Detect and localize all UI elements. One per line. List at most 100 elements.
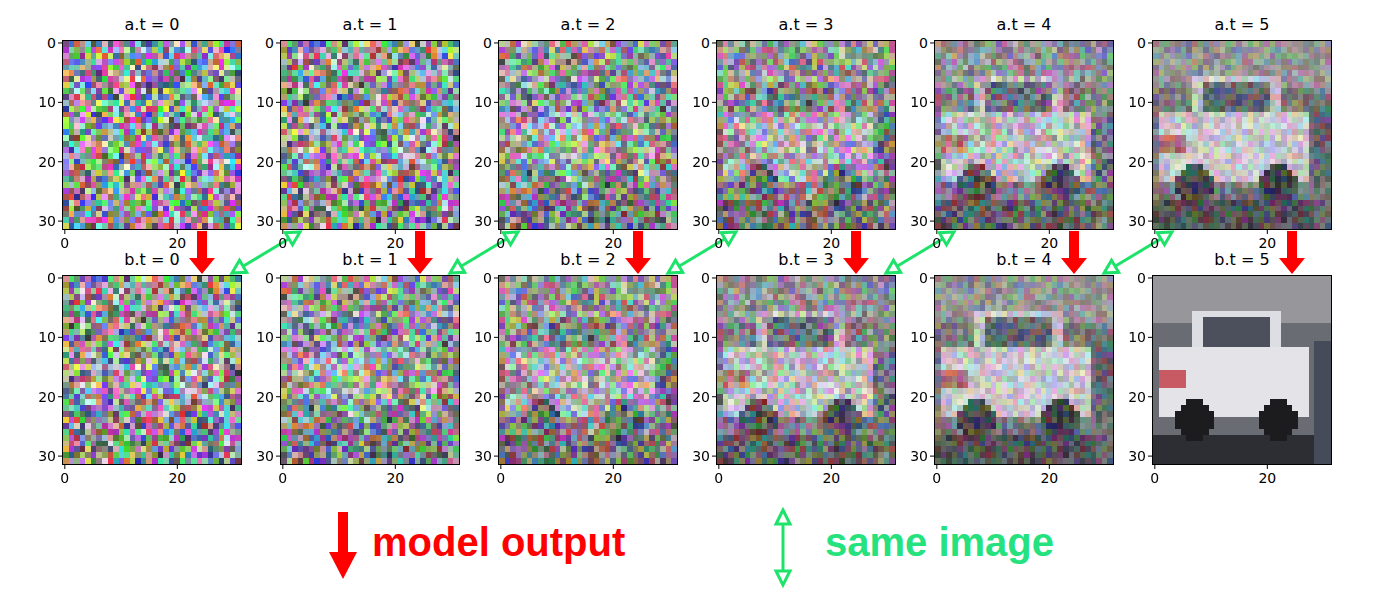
noisy-image (717, 276, 895, 464)
tick-mark (500, 465, 501, 469)
same-image-arrow (232, 232, 300, 273)
tick-label: 20 (168, 470, 186, 486)
tick-label: 0 (265, 35, 274, 51)
tick-label: 10 (256, 329, 274, 345)
panel-title: b.t = 2 (479, 250, 697, 270)
tick-label: 30 (474, 213, 492, 229)
noisy-image (281, 276, 459, 464)
panel-title: a.t = 4 (915, 15, 1133, 35)
tick-label: 0 (701, 35, 710, 51)
tick-label: 30 (1128, 213, 1146, 229)
same-image-arrow (1104, 232, 1172, 273)
tick-label: 0 (932, 235, 941, 251)
tick-label: 20 (386, 235, 404, 251)
tick-label: 20 (256, 154, 274, 170)
tick-mark (831, 465, 832, 469)
tick-label: 0 (714, 470, 723, 486)
panel-title: b.t = 0 (43, 250, 261, 270)
same-image-arrow (886, 232, 954, 273)
image-panel: a.t = 3 (716, 40, 896, 230)
panel-title: b.t = 3 (697, 250, 915, 270)
tick-label: 20 (38, 154, 56, 170)
tick-label: 0 (60, 235, 69, 251)
tick-mark (282, 465, 283, 469)
noisy-image (935, 41, 1113, 229)
tick-mark (1049, 230, 1050, 234)
tick-label: 20 (1128, 154, 1146, 170)
tick-label: 30 (1128, 448, 1146, 464)
tick-label: 20 (1040, 470, 1058, 486)
noisy-image (281, 41, 459, 229)
tick-label: 30 (692, 448, 710, 464)
noisy-image (717, 41, 895, 229)
image-panel: a.t = 0 (62, 40, 242, 230)
tick-mark (1049, 465, 1050, 469)
same-image-arrow (668, 232, 736, 273)
tick-label: 0 (47, 270, 56, 286)
tick-label: 30 (256, 213, 274, 229)
model-output-arrow (407, 231, 433, 274)
panel-title: b.t = 4 (915, 250, 1133, 270)
tick-mark (1267, 230, 1268, 234)
tick-label: 20 (38, 389, 56, 405)
tick-label: 20 (474, 154, 492, 170)
tick-label: 20 (1258, 235, 1276, 251)
tick-label: 0 (919, 270, 928, 286)
image-panel: b.t = 5 (1152, 275, 1332, 465)
tick-label: 10 (38, 94, 56, 110)
tick-label: 30 (474, 448, 492, 464)
panel-title: b.t = 5 (1133, 250, 1351, 270)
image-panel: a.t = 4 (934, 40, 1114, 230)
panel-title: b.t = 1 (261, 250, 479, 270)
tick-label: 0 (496, 470, 505, 486)
tick-label: 20 (1040, 235, 1058, 251)
tick-label: 10 (1128, 329, 1146, 345)
legend-arrow-head (776, 510, 790, 524)
tick-label: 30 (692, 213, 710, 229)
legend-arrow-icon (329, 512, 357, 579)
tick-label: 0 (60, 470, 69, 486)
tick-mark (395, 230, 396, 234)
tick-label: 0 (1137, 270, 1146, 286)
tick-label: 20 (692, 389, 710, 405)
tick-label: 20 (168, 235, 186, 251)
model-output-arrow (625, 231, 651, 274)
tick-mark (177, 465, 178, 469)
image-panel: b.t = 3 (716, 275, 896, 465)
tick-mark (831, 230, 832, 234)
tick-label: 20 (1128, 389, 1146, 405)
tick-label: 10 (692, 94, 710, 110)
panel-title: a.t = 1 (261, 15, 479, 35)
model-output-arrow (843, 231, 869, 274)
tick-label: 20 (822, 470, 840, 486)
image-panel: b.t = 1 (280, 275, 460, 465)
tick-label: 0 (701, 270, 710, 286)
noisy-image (935, 276, 1113, 464)
tick-mark (613, 230, 614, 234)
image-panel: b.t = 0 (62, 275, 242, 465)
image-panel: b.t = 2 (498, 275, 678, 465)
noisy-image (499, 276, 677, 464)
tick-mark (1267, 465, 1268, 469)
tick-label: 0 (1150, 235, 1159, 251)
tick-label: 0 (265, 270, 274, 286)
tick-label: 0 (919, 35, 928, 51)
tick-label: 0 (714, 235, 723, 251)
tick-mark (395, 465, 396, 469)
same-image-arrow (450, 232, 518, 273)
tick-label: 0 (1137, 35, 1146, 51)
panel-title: a.t = 0 (43, 15, 261, 35)
tick-label: 0 (47, 35, 56, 51)
tick-label: 0 (278, 235, 287, 251)
tick-label: 10 (256, 94, 274, 110)
legend-text: model output (372, 519, 625, 565)
tick-mark (936, 465, 937, 469)
tick-label: 0 (1150, 470, 1159, 486)
tick-mark (64, 230, 65, 234)
tick-label: 0 (496, 235, 505, 251)
panel-title: a.t = 5 (1133, 15, 1351, 35)
model-output-arrow (1061, 231, 1087, 274)
tick-label: 20 (604, 470, 622, 486)
tick-label: 10 (692, 329, 710, 345)
